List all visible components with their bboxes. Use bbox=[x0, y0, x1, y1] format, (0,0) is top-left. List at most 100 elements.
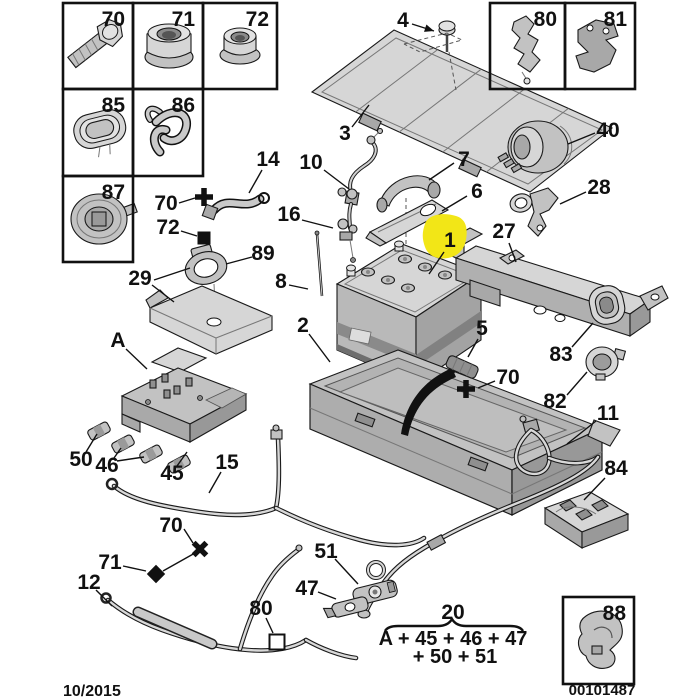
part-grommet-83 bbox=[588, 285, 626, 325]
callout-1[interactable]: 1 bbox=[444, 229, 456, 252]
callout-84[interactable]: 84 bbox=[604, 457, 628, 480]
leader-line-12 bbox=[95, 589, 113, 607]
leader-arrowhead-4 bbox=[424, 24, 434, 32]
leader-line-5 bbox=[467, 338, 479, 358]
leader-line-71 bbox=[122, 565, 147, 572]
part-clip-tray-84 bbox=[543, 491, 630, 550]
callout-A[interactable]: A bbox=[110, 329, 125, 352]
leader-line-28 bbox=[559, 191, 587, 205]
part-bracket-81 bbox=[575, 19, 619, 73]
leader-line-82 bbox=[566, 371, 588, 396]
positive-fixing-symbol-70 bbox=[457, 380, 475, 398]
date-code: 10/2015 bbox=[63, 683, 121, 700]
leader-line-11 bbox=[566, 420, 597, 445]
part-insulator-40 bbox=[497, 120, 573, 174]
callout-14[interactable]: 14 bbox=[256, 148, 280, 171]
leader-line-16 bbox=[301, 219, 334, 229]
callout-16[interactable]: 16 bbox=[277, 203, 300, 226]
callout-82[interactable]: 82 bbox=[543, 390, 566, 413]
part-clamp-rod-8 bbox=[314, 230, 324, 297]
callout-51[interactable]: 51 bbox=[314, 540, 338, 563]
legend-box-88[interactable] bbox=[561, 595, 636, 686]
part-nut-72 bbox=[219, 27, 261, 65]
callout-3[interactable]: 3 bbox=[339, 122, 351, 145]
callout-11[interactable]: 11 bbox=[597, 402, 620, 425]
assembly-note: 20 A + 45 + 46 + 47 + 50 + 51 bbox=[379, 601, 528, 668]
leader-line-10 bbox=[323, 169, 350, 190]
legend-label-87: 87 bbox=[102, 181, 125, 204]
callout-15[interactable]: 15 bbox=[215, 451, 239, 474]
callout-70[interactable]: 70 bbox=[159, 514, 182, 537]
assembly-formula-line2: + 50 + 51 bbox=[413, 646, 498, 668]
leader-line-8 bbox=[288, 284, 309, 290]
leader-line-51 bbox=[334, 558, 359, 585]
legend-label-85: 85 bbox=[102, 94, 126, 117]
callout-40[interactable]: 40 bbox=[596, 119, 619, 142]
cross-fixing-symbol-70 bbox=[191, 540, 209, 558]
leader-line-14 bbox=[248, 169, 263, 194]
legend-label-80: 80 bbox=[534, 8, 557, 31]
callout-29[interactable]: 29 bbox=[128, 267, 151, 290]
leader-line-84 bbox=[583, 477, 606, 501]
leader-line-45 bbox=[176, 451, 188, 467]
assembly-group-label: 20 bbox=[441, 601, 464, 624]
leader-line-80 bbox=[265, 617, 274, 634]
callout-6[interactable]: 6 bbox=[471, 180, 483, 203]
callout-8[interactable]: 8 bbox=[275, 270, 287, 293]
leader-line-46 bbox=[116, 456, 145, 462]
leader-line-3 bbox=[351, 104, 370, 128]
callout-83[interactable]: 83 bbox=[549, 343, 572, 366]
part-cable-15 bbox=[105, 424, 427, 548]
doc-number: 00101487 bbox=[569, 682, 636, 699]
highlight-balloon bbox=[422, 214, 467, 259]
part-clip-86 bbox=[144, 105, 191, 157]
leader-line-46 bbox=[113, 447, 122, 459]
part-clamp-88 bbox=[577, 610, 623, 669]
callout-28[interactable]: 28 bbox=[587, 176, 611, 199]
callout-50[interactable]: 50 bbox=[69, 448, 92, 471]
callout-72[interactable]: 72 bbox=[156, 216, 179, 239]
assembly-brace bbox=[383, 616, 525, 632]
callout-2[interactable]: 2 bbox=[297, 314, 309, 337]
part-screw-4 bbox=[403, 20, 464, 258]
leader-line-83 bbox=[571, 322, 594, 348]
callout-70[interactable]: 70 bbox=[496, 366, 519, 389]
legend-label-70: 70 bbox=[102, 8, 125, 31]
leader-line-70 bbox=[178, 197, 196, 204]
callout-12[interactable]: 12 bbox=[77, 571, 100, 594]
part-terminal-47 bbox=[322, 596, 369, 619]
part-support-bracket-27 bbox=[450, 227, 669, 338]
legend-box-81[interactable] bbox=[563, 1, 637, 91]
callout-10[interactable]: 10 bbox=[299, 151, 322, 174]
callout-89[interactable]: 89 bbox=[251, 242, 274, 265]
part-bracket-80 bbox=[511, 15, 541, 85]
legend-label-88: 88 bbox=[603, 602, 627, 625]
callout-4[interactable]: 4 bbox=[397, 9, 409, 32]
callout-47[interactable]: 47 bbox=[295, 577, 318, 600]
leader-line-29 bbox=[151, 284, 175, 303]
legend-box-86[interactable] bbox=[131, 87, 205, 178]
legend-label-72: 72 bbox=[246, 8, 269, 31]
leader-line-72 bbox=[180, 230, 198, 237]
callout-45[interactable]: 45 bbox=[160, 462, 184, 485]
part-strap-bracket-14 bbox=[201, 192, 270, 221]
callout-80[interactable]: 80 bbox=[249, 597, 272, 620]
part-clamp-28 bbox=[509, 187, 559, 237]
legend-box-72[interactable] bbox=[201, 1, 279, 91]
leader-line-47 bbox=[317, 591, 337, 600]
part-grommet-85 bbox=[73, 109, 127, 158]
symbol-layer bbox=[146, 188, 475, 651]
part-nut-71 bbox=[144, 23, 194, 69]
callout-70[interactable]: 70 bbox=[154, 192, 177, 215]
callout-71[interactable]: 71 bbox=[98, 551, 122, 574]
callout-46[interactable]: 46 bbox=[95, 454, 118, 477]
leader-line-6 bbox=[441, 195, 468, 212]
leader-line-A bbox=[125, 348, 148, 370]
callout-7[interactable]: 7 bbox=[458, 148, 470, 171]
legend-box-87[interactable] bbox=[61, 174, 135, 264]
callout-5[interactable]: 5 bbox=[476, 317, 488, 340]
callout-27[interactable]: 27 bbox=[492, 220, 515, 243]
